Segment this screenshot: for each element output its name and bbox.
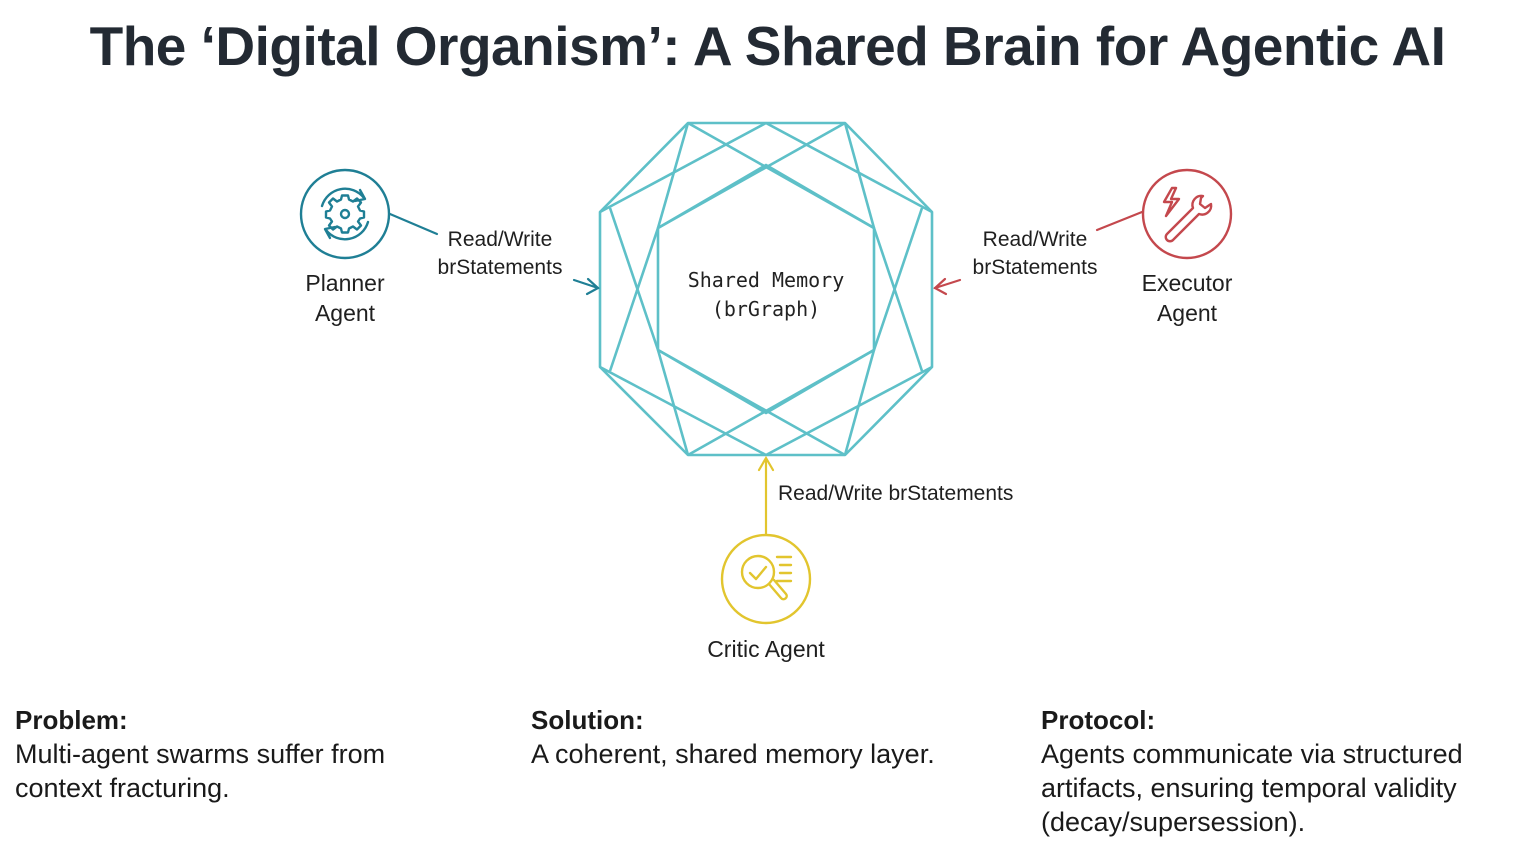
solution-column: Solution: A coherent, shared memory laye… xyxy=(531,703,1011,771)
memory-lattice-line xyxy=(656,349,690,456)
protocol-text-line: artifacts, ensuring temporal validity xyxy=(1041,773,1457,803)
shared-memory-subtitle: (brGraph) xyxy=(711,297,821,321)
problem-heading: Problem: xyxy=(15,705,128,735)
planner-agent-name: Planner Agent xyxy=(285,268,405,328)
agent-name-line: Executor xyxy=(1141,270,1233,296)
problem-column: Problem: Multi-agent swarms suffer from … xyxy=(15,703,495,805)
protocol-column: Protocol: Agents communicate via structu… xyxy=(1041,703,1535,839)
lightning-icon xyxy=(1162,186,1181,218)
problem-text-line: Multi-agent swarms suffer from xyxy=(15,739,386,769)
memory-lattice-line xyxy=(872,227,924,372)
memory-lattice-line xyxy=(657,348,846,457)
memory-lattice-line xyxy=(765,365,933,457)
edge-label-line: Read/Write xyxy=(447,228,553,251)
memory-lattice-line xyxy=(657,121,846,230)
memory-lattice-line xyxy=(843,349,876,456)
shared-memory-node[interactable] xyxy=(598,121,934,457)
protocol-text-line: Agents communicate via structured xyxy=(1041,739,1463,769)
wrench-icon xyxy=(1164,194,1213,243)
memory-lattice-line xyxy=(872,207,924,351)
planner-edge-label: Read/Write brStatements xyxy=(422,226,578,282)
executor-agent-icon[interactable] xyxy=(1141,168,1233,260)
critic-edge-label: Read/Write brStatements xyxy=(778,482,1014,505)
memory-lattice-line xyxy=(765,121,933,214)
shared-memory-title: Shared Memory xyxy=(687,268,845,292)
problem-text-line: context fracturing. xyxy=(15,773,230,803)
arrow-head-icon xyxy=(933,277,948,296)
memory-lattice-line xyxy=(687,348,875,457)
memory-lattice-line xyxy=(599,121,767,214)
memory-lattice-line xyxy=(608,227,660,372)
page-title: The ‘Digital Organism’: A Shared Brain f… xyxy=(89,15,1446,77)
executor-connector xyxy=(933,210,1144,296)
edge-label-line: Read/Write xyxy=(982,228,1088,251)
critic-agent-name: Critic Agent xyxy=(707,636,825,662)
solution-text-line: A coherent, shared memory layer. xyxy=(531,739,935,769)
edge-label-line: brStatements xyxy=(972,256,1098,279)
planner-agent-icon[interactable] xyxy=(299,168,391,260)
protocol-heading: Protocol: xyxy=(1041,705,1156,735)
critic-agent-icon[interactable] xyxy=(720,533,812,625)
magnifier-check-icon xyxy=(740,554,793,601)
agent-name-line: Planner xyxy=(305,270,385,296)
edge-label-line: brStatements xyxy=(437,256,563,279)
shared-memory-label: Shared Memory (brGraph) xyxy=(666,266,866,324)
planner-connector xyxy=(388,212,600,296)
memory-lattice-line xyxy=(687,121,875,230)
executor-agent-name: Executor Agent xyxy=(1117,268,1257,328)
memory-lattice-line xyxy=(843,122,876,229)
gear-cycle-icon xyxy=(320,187,370,241)
memory-lattice-line xyxy=(608,207,660,351)
agent-name-line: Agent xyxy=(1156,300,1218,326)
arrow-head-icon xyxy=(585,277,600,296)
executor-edge-label: Read/Write brStatements xyxy=(957,226,1113,282)
agent-name-line: Agent xyxy=(314,300,376,326)
solution-heading: Solution: xyxy=(531,705,644,735)
wrench-lightning-icon xyxy=(1162,186,1213,243)
arrow-head-icon xyxy=(757,455,775,472)
protocol-text-line: (decay/supersession). xyxy=(1041,807,1306,837)
memory-lattice-line xyxy=(656,122,690,229)
memory-lattice-line xyxy=(599,365,767,457)
critic-connector xyxy=(757,455,775,537)
